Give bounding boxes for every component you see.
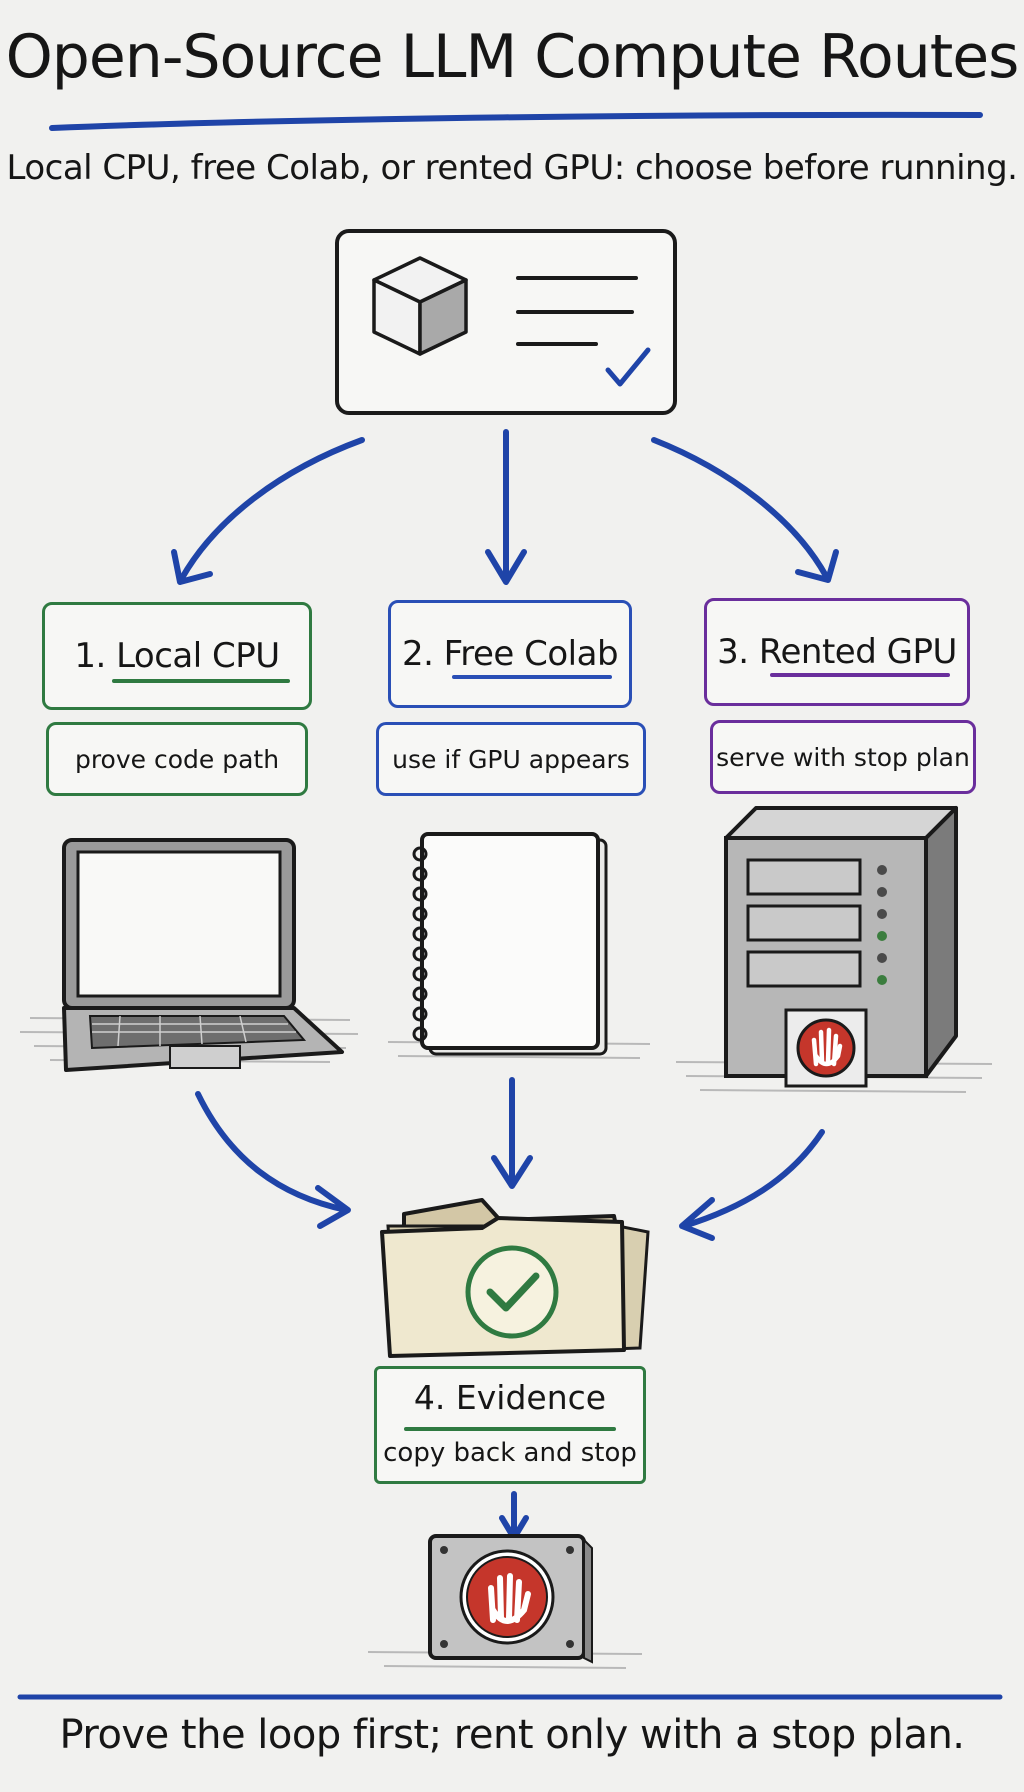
route-card-free-colab: 2. Free Colab	[388, 600, 632, 708]
route-card-rented-gpu: 3. Rented GPU	[704, 598, 970, 706]
route-title: 2. Free Colab	[401, 634, 619, 674]
stop-hand-icon	[367, 1534, 643, 1669]
diagram-title: Open-Source LLM Compute Routes	[5, 22, 1020, 92]
footer-divider	[17, 1694, 1003, 1700]
route-desc-free-colab: use if GPU appears	[376, 722, 646, 796]
evidence-card	[374, 1366, 646, 1484]
route-desc-local-cpu: prove code path	[46, 722, 308, 796]
route-card-local-cpu: 1. Local CPU	[42, 602, 312, 710]
route-title-underline	[112, 679, 290, 683]
evidence-underline	[404, 1427, 616, 1431]
notebook-icon	[388, 832, 651, 1059]
route-description: serve with stop plan	[716, 742, 970, 772]
model-card-icon	[335, 229, 677, 415]
title-underline	[49, 111, 983, 131]
server-icon	[676, 806, 993, 1093]
route-title-underline	[770, 673, 950, 677]
route-description: use if GPU appears	[392, 744, 630, 774]
laptop-icon	[20, 838, 359, 1072]
diagram-subtitle: Local CPU, free Colab, or rented GPU: ch…	[6, 148, 1018, 188]
route-title: 3. Rented GPU	[717, 632, 957, 672]
footer-note: Prove the loop first; rent only with a s…	[59, 1712, 965, 1758]
route-description: prove code path	[74, 744, 280, 774]
route-title: 1. Local CPU	[74, 636, 280, 676]
route-desc-rented-gpu: serve with stop plan	[710, 720, 976, 794]
folder-check-icon	[380, 1198, 650, 1358]
route-title-underline	[452, 675, 612, 679]
evidence-title: 4. Evidence	[413, 1378, 607, 1417]
evidence-description: copy back and stop	[383, 1438, 637, 1468]
